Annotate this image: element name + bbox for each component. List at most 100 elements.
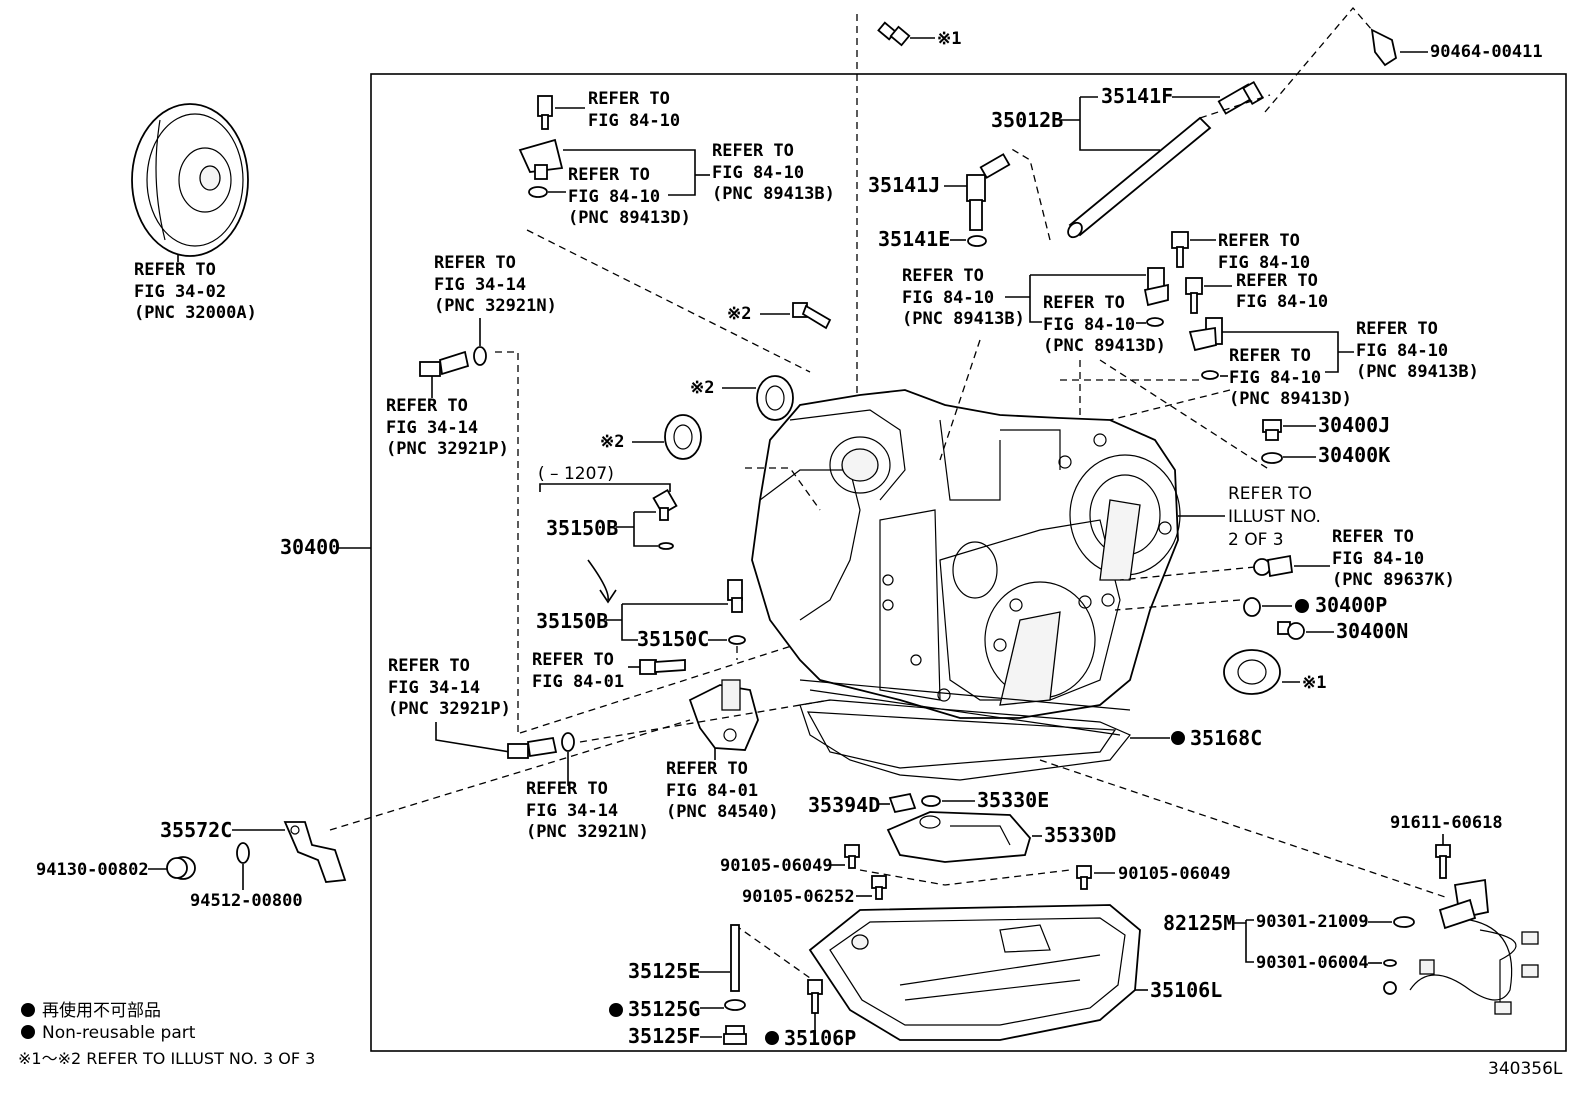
part-30400P: 30400P [1315, 593, 1387, 617]
torque-converter [131, 103, 249, 262]
filler-35394D [888, 792, 917, 814]
ref-32921N-line2: FIG 34-14 [434, 275, 526, 295]
part-90301-06004: 90301-06004 [1256, 953, 1369, 973]
ref-bolt-r2-line1: REFER TO [1236, 271, 1318, 291]
ref-torque-converter-line3: (PNC 32000A) [134, 303, 257, 323]
nonreusable-dot-35125G [609, 1003, 623, 1017]
ref-oring-tl-line2: FIG 84-10 [568, 187, 660, 207]
part-35150B-lower: 35150B [536, 609, 608, 633]
part-35012B: 35012B [991, 108, 1063, 132]
part-35330E: 35330E [977, 788, 1049, 812]
oring-90301-06004 [1383, 959, 1397, 967]
union-32921P-lower [507, 736, 558, 759]
marker-1-top: ※1 [937, 29, 961, 49]
part-30400K: 30400K [1318, 443, 1390, 467]
marker-1-seal: ※1 [1302, 673, 1326, 693]
washer-94512 [236, 842, 250, 864]
part-35141F: 35141F [1101, 84, 1173, 108]
ref-bolt-r1-line1: REFER TO [1218, 231, 1300, 251]
ref-32921P-low-line2: FIG 34-14 [388, 678, 480, 698]
union-bolt-35141F [1217, 80, 1264, 115]
oil-cooler-tube-35012B [1067, 116, 1212, 239]
ref-32921P-line3: (PNC 32921P) [386, 439, 509, 459]
ref-switch-line1: REFER TO [666, 759, 748, 779]
ref-sensor-tl-line1: REFER TO [712, 141, 794, 161]
legend-dot-jp [21, 1003, 35, 1017]
part-91611-60618: 91611-60618 [1390, 813, 1503, 833]
ref-bolt-8401-line1: REFER TO [532, 650, 614, 670]
part-35125F: 35125F [628, 1024, 700, 1048]
ref-sensor-r1-line3: (PNC 89413B) [902, 309, 1025, 329]
legend-jp: 再使用不可部品 [42, 1000, 161, 1021]
part-35150B-upper: 35150B [546, 516, 618, 540]
union-32921P [419, 350, 470, 377]
gasket-30400P [1243, 597, 1261, 617]
ref-bolt-8401-line2: FIG 84-01 [532, 672, 624, 692]
bolt-91611 [1435, 844, 1451, 879]
part-90464-00411: 90464-00411 [1430, 42, 1543, 62]
part-35168C: 35168C [1190, 726, 1262, 750]
ref-sensor-r1-line2: FIG 84-10 [902, 288, 994, 308]
clip-90464 [1370, 28, 1398, 67]
oil-seal-marker1 [1223, 649, 1281, 695]
ref-32921N-line1: REFER TO [434, 253, 516, 273]
date-range: ( – 1207) [538, 464, 614, 484]
oil-seal-marker2-a [756, 375, 794, 421]
bolt-top-marker1 [877, 21, 911, 47]
ref-oring-r2-line3: (PNC 89413D) [1229, 389, 1352, 409]
part-35572C: 35572C [160, 818, 232, 842]
part-35125E: 35125E [628, 959, 700, 983]
part-82125M: 82125M [1163, 911, 1235, 935]
ref-32921P-low-line3: (PNC 32921P) [388, 699, 511, 719]
oring-90301-21009 [1393, 916, 1415, 928]
ref-sensor-tl-line3: (PNC 89413B) [712, 184, 835, 204]
plug-30400J [1262, 419, 1282, 441]
ref-oring-r2-line2: FIG 84-10 [1229, 368, 1321, 388]
ref-32921P-line1: REFER TO [386, 396, 468, 416]
part-94512-00800: 94512-00800 [190, 891, 303, 911]
plug-30400N [1277, 621, 1305, 640]
ref-illust-line2: ILLUST NO. [1228, 507, 1321, 527]
sensor-89637K [1253, 554, 1293, 578]
oring-32921N-lower [561, 732, 575, 752]
ref-oring-r1-line1: REFER TO [1043, 293, 1125, 313]
ref-32921P-line2: FIG 34-14 [386, 418, 478, 438]
ref-32921P-low-line1: REFER TO [388, 656, 470, 676]
plug-35150B-old [652, 488, 678, 550]
part-35106L: 35106L [1150, 978, 1222, 1002]
ref-sensor-tl-line2: FIG 84-10 [712, 163, 804, 183]
oring-35330E [921, 795, 941, 807]
bolt-90105-b [871, 875, 887, 900]
marker-2-seal-b: ※2 [600, 432, 624, 452]
part-90301-21009: 90301-21009 [1256, 912, 1369, 932]
ref-oring-r1-line2: FIG 84-10 [1043, 315, 1135, 335]
plug-35125F [723, 1025, 747, 1045]
ref-oring-r2-line1: REFER TO [1229, 346, 1311, 366]
ref-oring-tl-line3: (PNC 89413D) [568, 208, 691, 228]
part-90105-06049-right: 90105-06049 [1118, 864, 1231, 884]
bracket-35572C [283, 821, 347, 883]
ref-oring-r1-line3: (PNC 89413D) [1043, 336, 1166, 356]
ref-sensor-r3-line1: REFER TO [1332, 527, 1414, 547]
part-30400J: 30400J [1318, 413, 1390, 437]
part-30400N: 30400N [1336, 619, 1408, 643]
part-35141J: 35141J [868, 173, 940, 197]
part-90105-06049-left: 90105-06049 [720, 856, 833, 876]
ref-illust-line3: 2 OF 3 [1228, 530, 1284, 550]
bolt-90105-c [1076, 865, 1092, 890]
nonreusable-dot-35106P [765, 1031, 779, 1045]
bolt-marker2-upper [792, 302, 832, 330]
ref-sensor-r2-line2: FIG 84-10 [1356, 341, 1448, 361]
ref-switch-line2: FIG 84-01 [666, 781, 758, 801]
bolt-right-upper [1171, 231, 1189, 268]
marker-2-bolt: ※2 [727, 304, 751, 324]
oring-35141E [967, 235, 987, 247]
ref-bolt-r1-line2: FIG 84-10 [1218, 253, 1310, 273]
legend-note: ※1～※2 REFER TO ILLUST NO. 3 OF 3 [18, 1049, 315, 1068]
gasket-35168C [799, 699, 1131, 781]
oring-32921N [473, 346, 487, 366]
ref-32921N-low-line3: (PNC 32921N) [526, 822, 649, 842]
part-90105-06252: 90105-06252 [742, 887, 855, 907]
ref-bolt-tl-line2: FIG 84-10 [588, 111, 680, 131]
